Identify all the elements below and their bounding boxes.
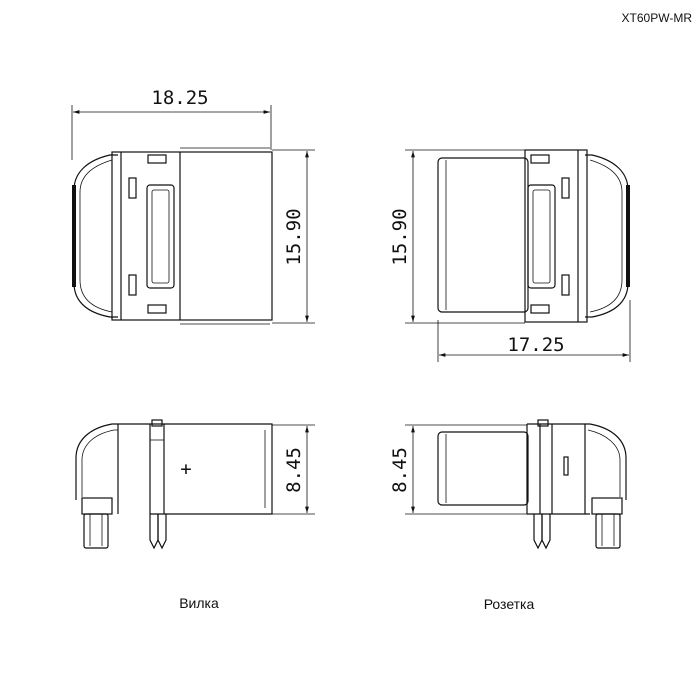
socket-side-view: 8.45 xyxy=(389,419,627,550)
socket-label: Розетка xyxy=(484,596,535,612)
plug-side-view: 8.45 + xyxy=(75,419,315,550)
plug-height-dimension: 15.90 xyxy=(283,208,305,265)
socket-side-height-dimension: 8.45 xyxy=(389,447,411,493)
model-code: XT60PW-MR xyxy=(622,11,693,25)
socket-polarity-symbol xyxy=(563,456,569,476)
plug-width-dimension: 18.25 xyxy=(151,87,208,109)
plug-label: Вилка xyxy=(179,595,219,611)
plug-top-view: 18.25 15.90 xyxy=(71,87,315,325)
socket-width-dimension: 17.25 xyxy=(507,334,564,356)
plug-side-height-dimension: 8.45 xyxy=(283,447,305,493)
plug-polarity-symbol: + xyxy=(180,458,191,480)
socket-height-dimension: 15.90 xyxy=(389,208,411,265)
socket-top-view: 15.90 17.25 xyxy=(389,149,631,362)
